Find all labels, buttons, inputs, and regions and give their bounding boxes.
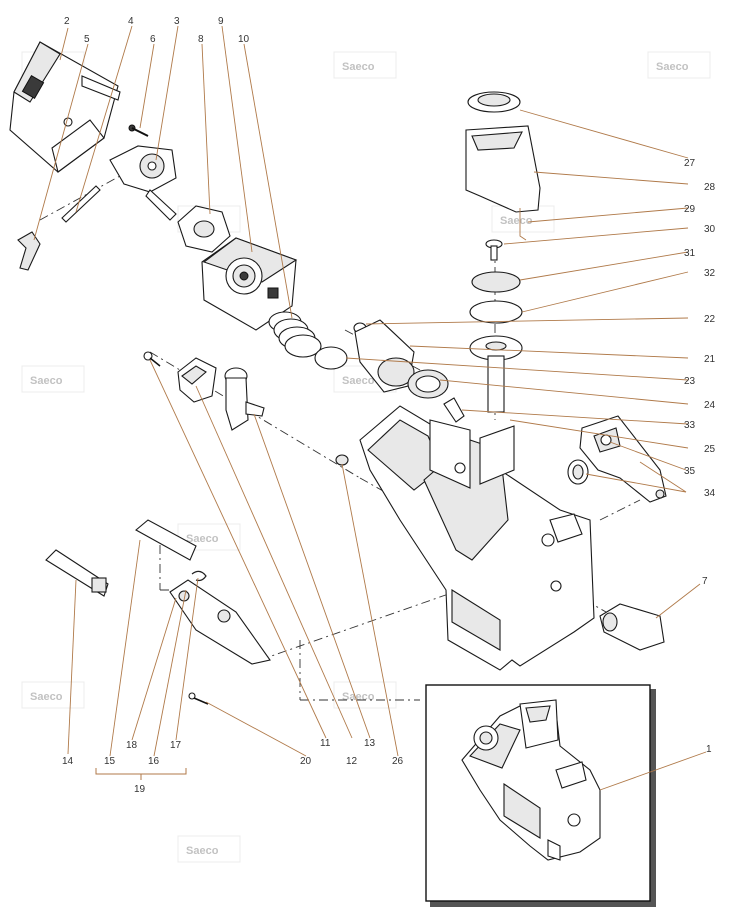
part-26-ring (335, 454, 349, 466)
part-25-main-frame (359, 405, 595, 671)
callout-21: 21 (704, 354, 716, 365)
callout-23: 23 (684, 376, 696, 387)
part-35-bracket (579, 415, 667, 503)
part-9-block (201, 237, 298, 331)
inset-assembled-unit (425, 684, 656, 907)
callout-1: 1 (706, 744, 712, 755)
watermark-10: Saeco (21, 681, 85, 709)
part-8-nut (177, 205, 231, 253)
callout-29: 29 (684, 204, 696, 215)
part-3-crank (109, 145, 177, 221)
callout-20: 20 (300, 756, 312, 767)
callout-25: 25 (704, 444, 716, 455)
svg-text:Saeco: Saeco (30, 691, 63, 703)
svg-text:Saeco: Saeco (342, 691, 375, 703)
watermark-11: Saeco (333, 681, 397, 709)
svg-text:Saeco: Saeco (30, 375, 63, 387)
callout-32: 32 (704, 268, 716, 279)
part-upper-piston (469, 335, 523, 413)
callout-35: 35 (684, 466, 696, 477)
svg-text:Saeco: Saeco (186, 533, 219, 545)
callout-19: 19 (134, 784, 146, 795)
callout-4: 4 (128, 16, 134, 27)
part-2-cover (9, 41, 121, 173)
part-10-spring (268, 311, 322, 358)
group-bracket-19 (95, 768, 187, 780)
part-14-link (45, 549, 109, 597)
callout-24: 24 (704, 400, 716, 411)
callout-13: 13 (364, 738, 376, 749)
callout-3: 3 (174, 16, 180, 27)
callout-7: 7 (702, 576, 708, 587)
leader-lines (33, 25, 707, 791)
callout-30: 30 (704, 224, 716, 235)
part-16-lever-plate (169, 579, 271, 665)
callout-22: 22 (704, 314, 716, 325)
part-4-pin (61, 185, 101, 223)
callout-33: 33 (684, 420, 696, 431)
part-11-screw (143, 351, 161, 367)
part-27-disc (467, 91, 521, 113)
callout-26: 26 (392, 756, 404, 767)
part-7-handle (599, 603, 665, 651)
callout-8: 8 (198, 34, 204, 45)
watermark-6: Saeco (21, 365, 85, 393)
callout-10: 10 (238, 34, 250, 45)
part-17-spring-clip (191, 570, 207, 582)
watermark-12: Saeco (177, 835, 241, 863)
part-23-oring (314, 346, 348, 370)
part-29-clip (519, 208, 527, 241)
part-28-funnel (465, 125, 541, 213)
callout-15: 15 (104, 756, 116, 767)
svg-text:Saeco: Saeco (342, 375, 375, 387)
part-32-oring (469, 300, 523, 324)
callout-12: 12 (346, 756, 358, 767)
part-20-screw (188, 692, 209, 705)
callout-14: 14 (62, 756, 74, 767)
part-5-latch (17, 231, 41, 271)
part-31-mesh (471, 271, 521, 293)
callout-2: 2 (64, 16, 70, 27)
svg-text:Saeco: Saeco (500, 215, 533, 227)
svg-text:Saeco: Saeco (342, 61, 375, 73)
watermark-2: Saeco (333, 51, 397, 79)
part-21-piston (354, 319, 415, 393)
part-33-screw (443, 397, 465, 423)
part-13-valve (224, 367, 265, 431)
callout-6: 6 (150, 34, 156, 45)
callout-31: 31 (684, 248, 696, 259)
callout-5: 5 (84, 34, 90, 45)
callout-numbers: 2 5 4 6 3 8 9 10 27 28 29 30 31 32 22 21… (62, 16, 716, 795)
part-6-screw (128, 124, 149, 137)
callout-11: 11 (320, 738, 331, 749)
part-34-sleeve (567, 459, 589, 485)
svg-text:Saeco: Saeco (656, 61, 689, 73)
part-15-bar (135, 519, 197, 561)
watermark-3: Saeco (647, 51, 711, 79)
callout-34: 34 (704, 488, 716, 499)
part-30-screw (485, 239, 503, 261)
callout-27: 27 (684, 158, 696, 169)
svg-text:Saeco: Saeco (186, 845, 219, 857)
part-12-bracket (177, 357, 217, 403)
part-24-filter (407, 369, 449, 399)
callout-17: 17 (170, 740, 182, 751)
callout-28: 28 (704, 182, 716, 193)
callout-9: 9 (218, 16, 224, 27)
callout-16: 16 (148, 756, 160, 767)
callout-18: 18 (126, 740, 138, 751)
